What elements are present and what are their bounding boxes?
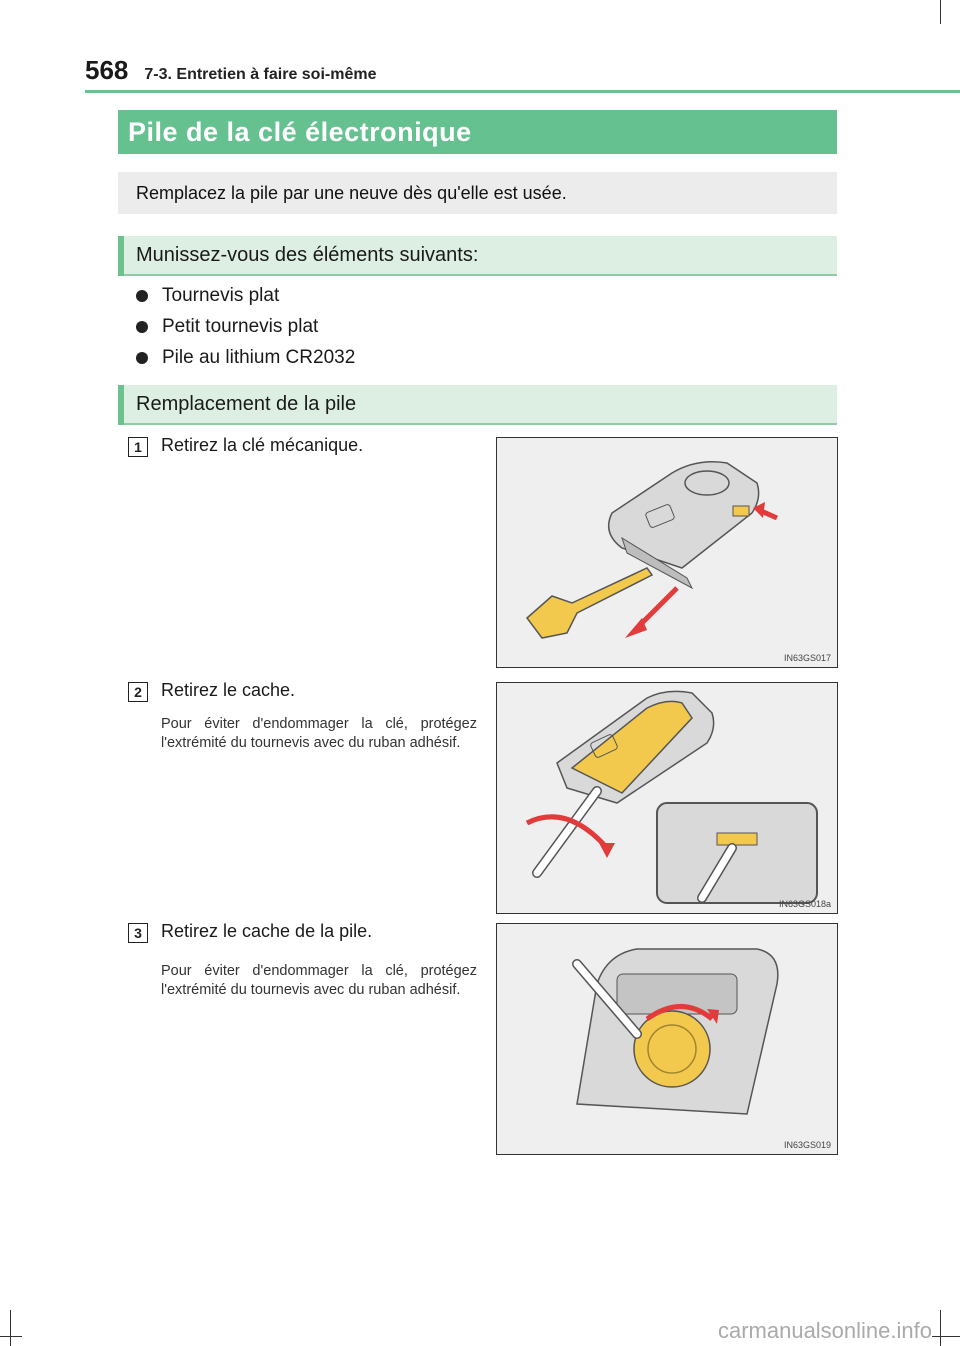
key-fob-illustration (525, 461, 779, 639)
list-item-label: Tournevis plat (162, 284, 280, 306)
supplies-heading-text: Munissez-vous des éléments suivants: (136, 243, 479, 266)
figure-remove-cover: IN63GS018a (496, 682, 838, 914)
list-item-label: Petit tournevis plat (162, 315, 319, 337)
crop-mark (940, 1310, 941, 1346)
figure-code: IN63GS019 (783, 1140, 831, 1150)
bullet-icon (136, 289, 148, 302)
replacement-heading-text: Remplacement de la pile (136, 392, 357, 415)
crop-mark (932, 1336, 960, 1337)
step-note-3: Pour éviter d'endommager la clé, protége… (161, 963, 477, 998)
crop-mark (10, 1310, 11, 1346)
figure-remove-battery-cover: IN63GS019 (496, 923, 838, 1155)
intro-box: Remplacez la pile par une neuve dès qu'e… (118, 172, 837, 214)
page-header: 568 7-3. Entretien à faire soi-même (85, 55, 376, 86)
list-item: Pile au lithium CR2032 (136, 342, 355, 373)
watermark: carmanualsonline.info (717, 1318, 932, 1343)
step-text-3: Retirez le cache de la pile. (161, 921, 373, 941)
list-item: Tournevis plat (136, 280, 355, 311)
step-number-3: 3 (128, 923, 148, 943)
page-title-bar: Pile de la clé électronique (118, 110, 837, 154)
figure-code: IN63GS018a (778, 899, 831, 909)
cover-removal-illustration (525, 690, 818, 904)
step-text-1: Retirez la clé mécanique. (161, 435, 364, 455)
step-text-2: Retirez le cache. (161, 680, 296, 700)
section-breadcrumb: 7-3. Entretien à faire soi-même (144, 66, 377, 83)
step-number-2: 2 (128, 682, 148, 702)
bullet-icon (136, 351, 148, 364)
list-item-label: Pile au lithium CR2032 (162, 346, 356, 368)
intro-text: Remplacez la pile par une neuve dès qu'e… (136, 182, 567, 203)
page-title: Pile de la clé électronique (128, 116, 472, 147)
battery-cover-illustration (572, 948, 779, 1115)
list-item: Petit tournevis plat (136, 311, 355, 342)
step-note-2: Pour éviter d'endommager la clé, protége… (161, 716, 477, 751)
supplies-list: Tournevis plat Petit tournevis plat Pile… (136, 280, 355, 373)
step-number-1: 1 (128, 437, 148, 457)
figure-remove-mechanical-key: IN63GS017 (496, 437, 838, 668)
replacement-heading: Remplacement de la pile (118, 385, 837, 425)
bullet-icon (136, 320, 148, 333)
crop-mark (940, 0, 941, 24)
figure-code: IN63GS017 (783, 653, 831, 663)
supplies-heading: Munissez-vous des éléments suivants: (118, 236, 837, 276)
crop-mark (0, 1336, 22, 1337)
page-number: 568 (85, 55, 129, 85)
header-divider (85, 90, 960, 93)
